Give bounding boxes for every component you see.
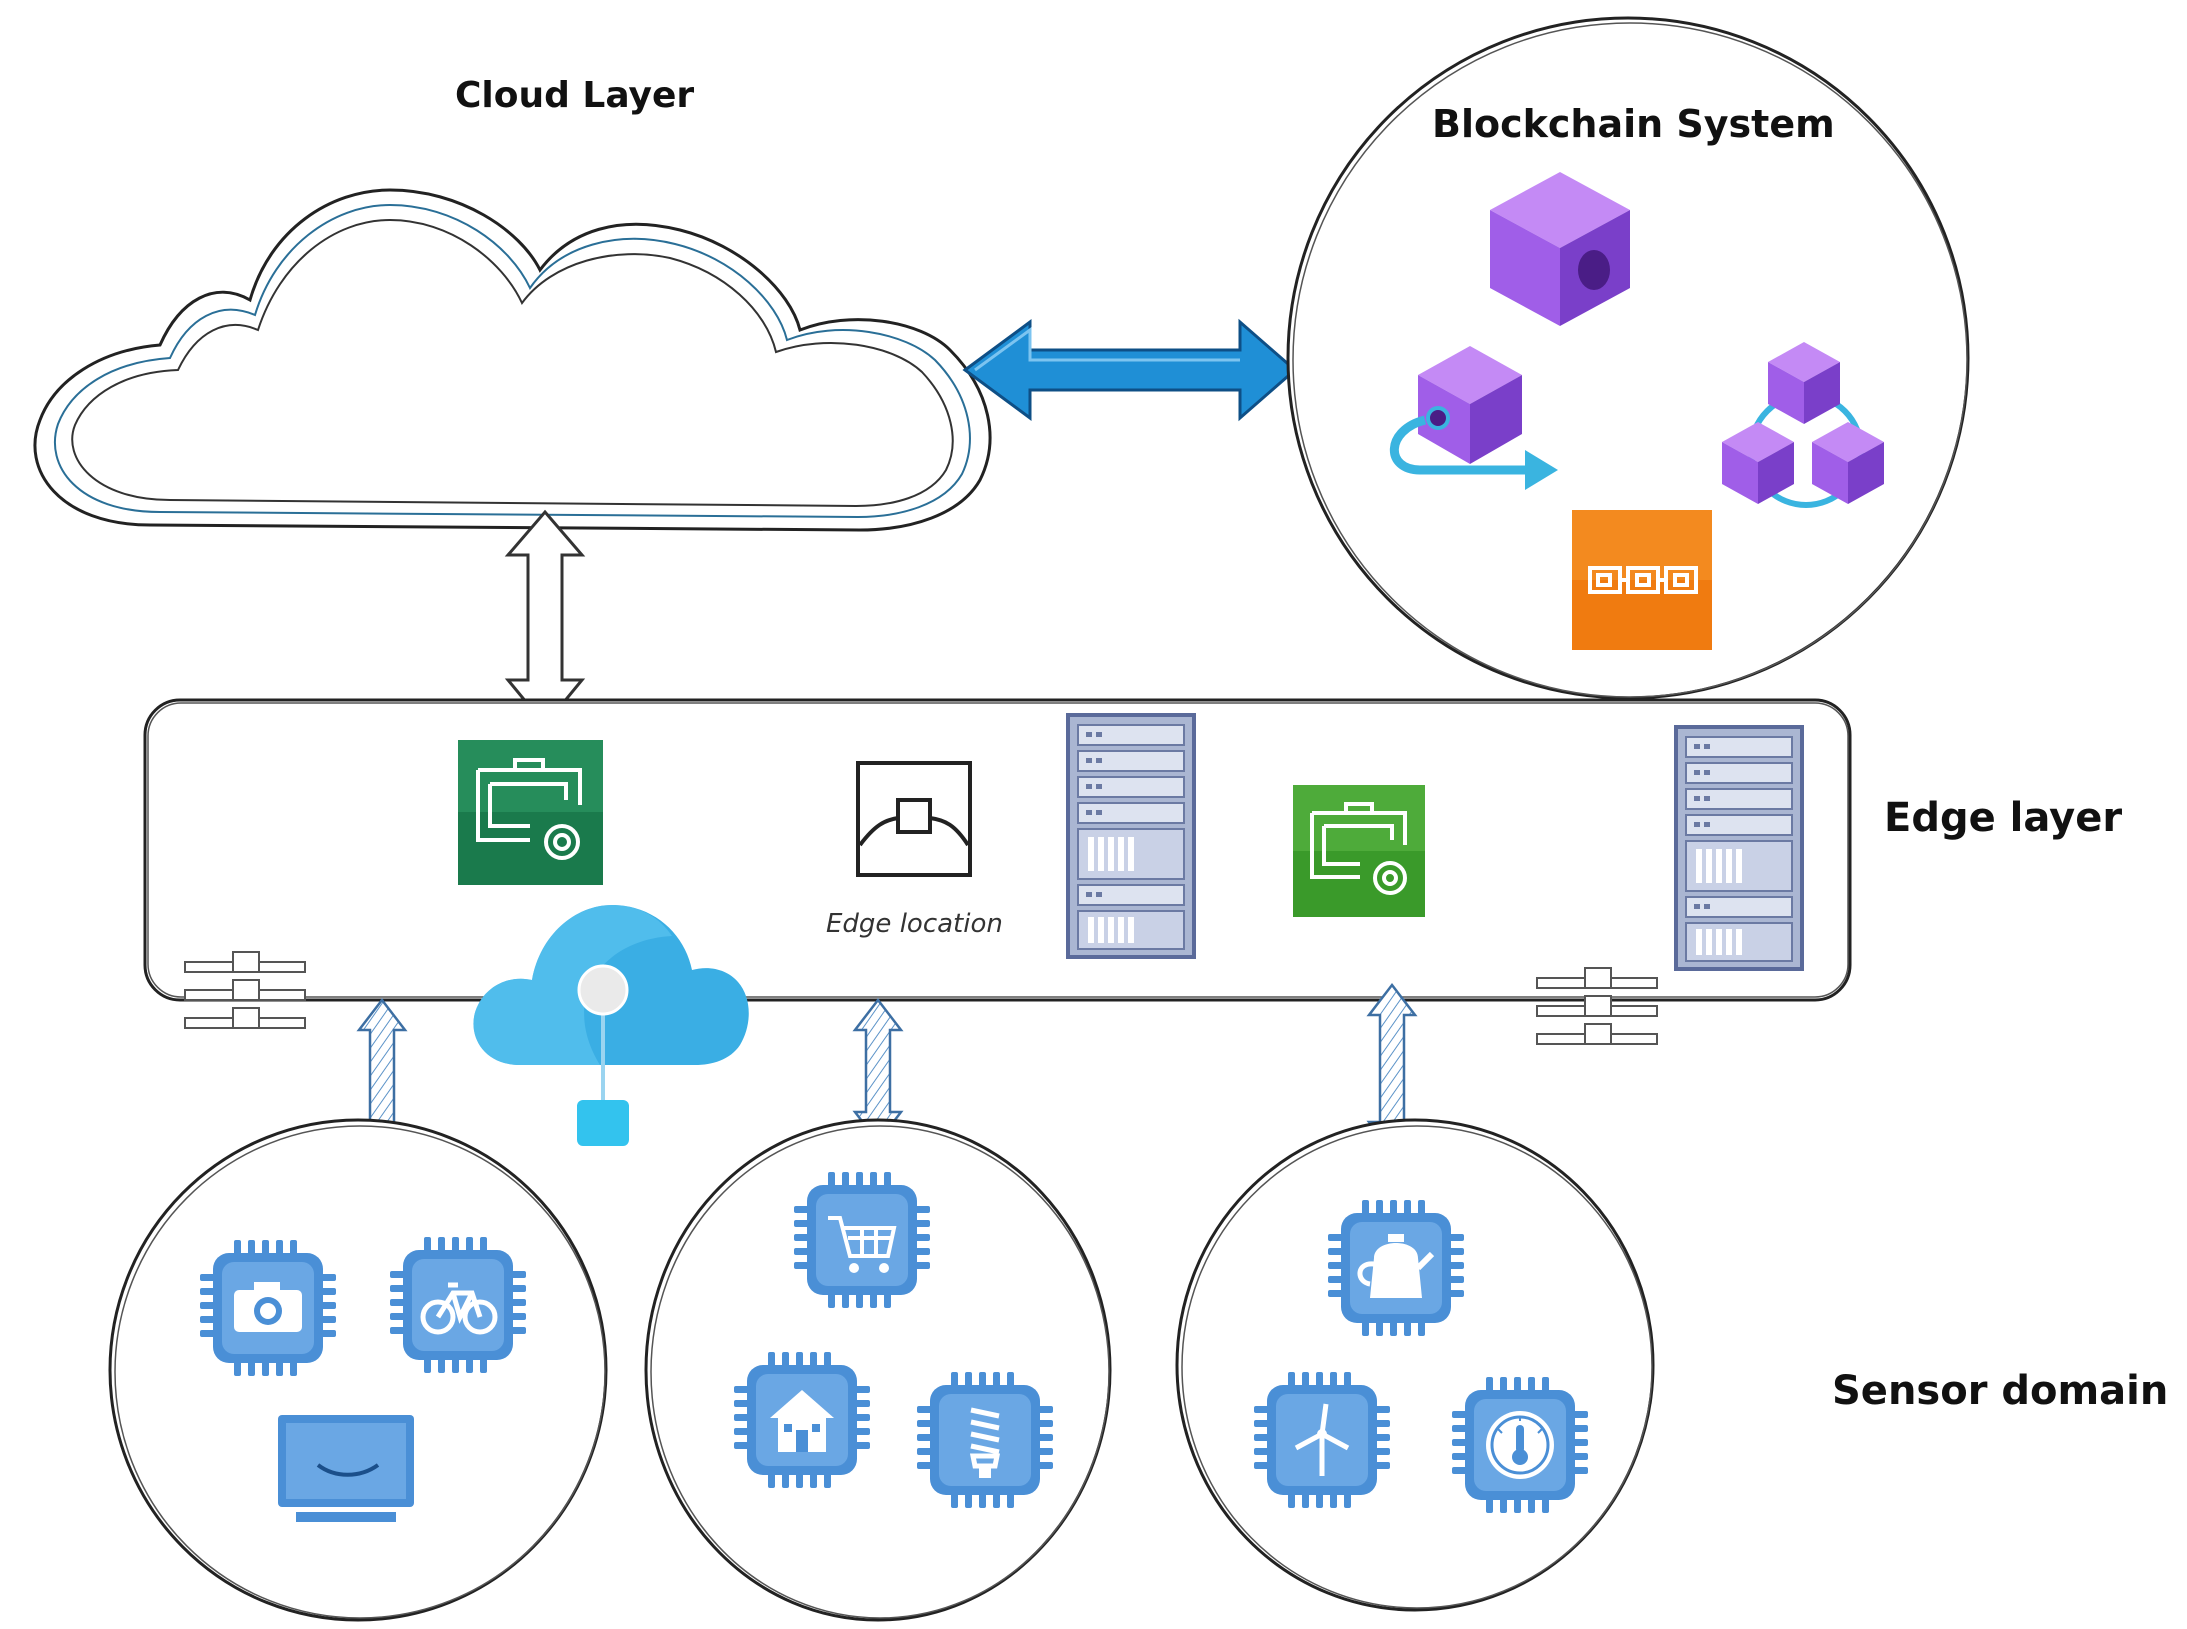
network-switch-icon	[1536, 967, 1658, 1045]
blockchain-system-circle	[1286, 16, 1970, 700]
sensor-domain-label: Sensor domain	[1832, 1368, 2169, 1414]
server-rack-icon	[1066, 713, 1196, 959]
cloud-layer-label: Cloud Layer	[455, 75, 695, 116]
smart-tv-icon	[278, 1415, 414, 1522]
blockchain-system-label: Blockchain System	[1432, 102, 1835, 146]
wind-turbine-chip-icon	[1254, 1372, 1390, 1508]
edge-location-icon	[856, 761, 972, 877]
bulb-chip-icon	[917, 1372, 1053, 1508]
edge-location-label: Edge location	[826, 909, 1003, 939]
server-rack-icon	[1674, 725, 1804, 971]
cube-icon	[1490, 172, 1630, 326]
cart-chip-icon	[794, 1172, 930, 1308]
blockchain-link-icon	[1572, 510, 1712, 650]
camera-chip-icon	[200, 1240, 336, 1376]
sensor-group-3-circle	[1175, 1118, 1655, 1612]
cloud-edge-arrow	[504, 509, 586, 728]
edge-device-gear-icon	[458, 740, 603, 885]
edge-device-gear-icon	[1293, 785, 1425, 917]
network-switch-icon	[184, 951, 306, 1029]
cloud-outline-icon	[33, 188, 992, 532]
thermometer-chip-icon	[1452, 1377, 1588, 1513]
sensor-group-1-circle	[108, 1118, 608, 1622]
cloud-blockchain-arrow	[962, 318, 1298, 422]
bicycle-chip-icon	[390, 1237, 526, 1373]
cube-network-icon	[1722, 342, 1884, 508]
edge-layer-label: Edge layer	[1884, 795, 2123, 841]
cube-chain-arrow-icon	[1389, 346, 1558, 490]
edge-layer-box	[143, 698, 1852, 1002]
kettle-chip-icon	[1328, 1200, 1464, 1336]
cloud-iot-icon	[473, 905, 749, 1146]
home-chip-icon	[734, 1352, 870, 1488]
